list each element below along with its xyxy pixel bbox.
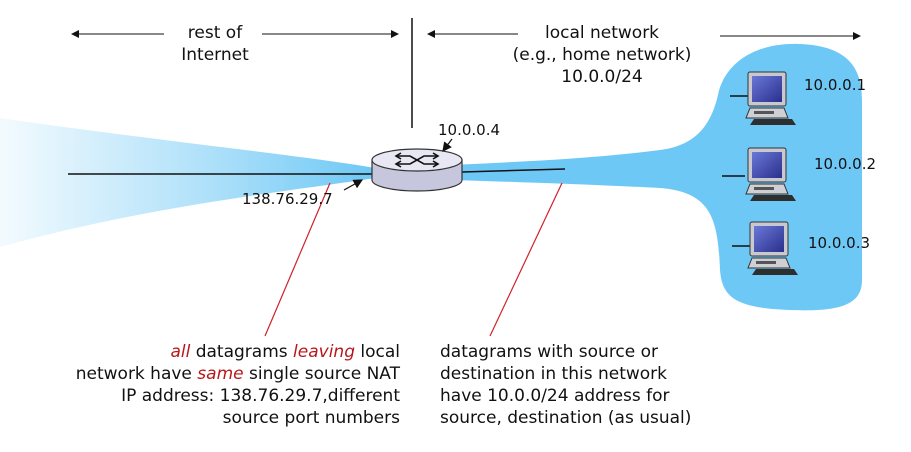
nat-note-em-all: all: [170, 342, 191, 362]
nat-note-text: datagrams: [190, 342, 294, 362]
local-note-line4: source, destination (as usual): [440, 408, 692, 428]
local-note-line2: destination in this network: [440, 364, 668, 384]
rest-of-internet-label: rest of Internet: [165, 22, 265, 66]
local-note-line1: datagrams with source or: [440, 342, 659, 362]
router-wan-ip: 138.76.29.7: [242, 190, 333, 208]
left-note-pointer: [264, 182, 331, 337]
nat-router: [371, 148, 463, 192]
rest-of-internet-line1: rest of: [187, 23, 243, 43]
wan-ip-pointer: [343, 179, 364, 191]
nat-note-line4: source port numbers: [222, 408, 400, 428]
nat-note-text: local: [354, 342, 400, 362]
nat-note-line3: IP address: 138.76.29.7,different: [121, 386, 400, 406]
nat-note-em-leaving: leaving: [293, 342, 355, 362]
right-note-pointer: [489, 182, 563, 337]
host-ip: 10.0.0.1: [804, 76, 867, 94]
local-network-line2: (e.g., home network): [512, 45, 692, 65]
computer-icon: [745, 71, 796, 125]
nat-note-em-same: same: [197, 364, 244, 384]
router-arrows-icon: [394, 152, 440, 168]
nat-note-line1: all datagrams leaving local: [20, 341, 400, 363]
nat-note-text: network have: [75, 364, 198, 384]
local-note-line3: have 10.0.0/24 address for: [440, 386, 670, 406]
lan-ip-pointer: [442, 138, 453, 152]
lan-link: [461, 168, 566, 173]
rest-of-internet-line2: Internet: [181, 45, 249, 65]
local-address-note: datagrams with source or destination in …: [440, 341, 691, 429]
local-network-line1: local network: [544, 23, 660, 43]
local-network-line3: 10.0.0/24: [561, 67, 643, 87]
host-ip: 10.0.0.2: [814, 155, 877, 173]
host-ip: 10.0.0.3: [808, 234, 871, 252]
computer-icon: [747, 221, 798, 275]
nat-note-line2: network have same single source NAT: [20, 363, 400, 385]
nat-note-text: single source NAT: [243, 364, 400, 384]
nat-source-note: all datagrams leaving local network have…: [20, 341, 400, 429]
router-lan-ip: 10.0.0.4: [438, 121, 501, 139]
local-network-label: local network (e.g., home network) 10.0.…: [492, 22, 712, 88]
computer-icon: [745, 147, 796, 201]
internet-cloud: [0, 118, 375, 247]
